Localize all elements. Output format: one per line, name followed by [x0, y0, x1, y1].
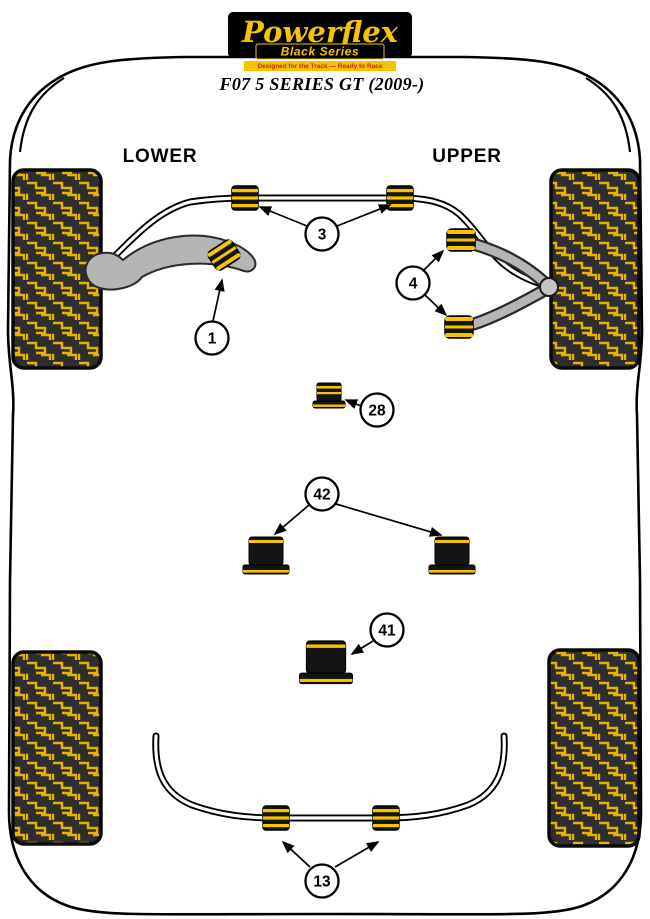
callout-28-number: 28	[368, 403, 386, 420]
callout-41-circle	[369, 612, 405, 648]
callout-28-circle	[359, 392, 395, 428]
brand-series-badge: Black Series	[281, 45, 360, 59]
callout-13-circle	[304, 863, 340, 899]
callout-41: 41	[369, 612, 405, 648]
rear-mount-bushing	[298, 640, 354, 685]
front-arb-bushing-right	[386, 185, 414, 211]
arrow-1	[212, 278, 225, 322]
arrow-41	[350, 640, 374, 655]
series-badge-background	[255, 43, 385, 60]
upper-arm-top	[468, 239, 550, 288]
front-arb-tube-core	[97, 196, 549, 288]
callout-42-circle	[304, 476, 340, 512]
upper-arm-bottom	[469, 285, 550, 329]
arrow-4-top	[423, 249, 445, 271]
label-upper: UPPER	[432, 146, 501, 167]
callout-4-circle	[395, 265, 431, 301]
brand-tagline: Designed for the Track — Ready to Race	[258, 63, 383, 70]
tire-rear-left	[11, 650, 103, 846]
callout-1-circle	[194, 320, 230, 356]
tire-front-right	[549, 168, 641, 370]
arrow-3-left	[258, 206, 308, 227]
upper-arm-bushing-bottom	[444, 315, 474, 339]
callout-1: 1	[194, 320, 230, 356]
callout-42-number: 42	[313, 487, 330, 504]
arrow-13-left	[281, 840, 311, 868]
rear-arb-bushing-right	[372, 805, 400, 831]
arrow-3-right	[336, 204, 392, 227]
callout-13: 13	[304, 863, 340, 899]
tagline-background	[244, 61, 396, 71]
callout-1-number: 1	[208, 331, 217, 348]
arrow-28	[344, 399, 362, 409]
callout-4-number: 4	[409, 276, 418, 293]
front-upper-control-arm	[466, 237, 559, 331]
arrow-13-right	[334, 841, 380, 868]
hood-line-right	[585, 77, 632, 153]
tire-rear-right	[547, 648, 641, 848]
subframe-bushing-right	[428, 536, 476, 575]
subframe-bushing-left	[242, 536, 290, 575]
arrow-42-right	[335, 503, 443, 537]
callout-3: 3	[304, 216, 340, 252]
label-lower: LOWER	[123, 146, 198, 167]
callout-41-number: 41	[378, 623, 396, 640]
arrow-4-bottom	[424, 294, 448, 317]
rear-anti-roll-bar	[152, 732, 508, 822]
callout-13-number: 13	[313, 874, 331, 891]
brand-logo: Powerflex Black Series Designed for the …	[228, 12, 412, 71]
hood-line-left	[18, 77, 65, 153]
page-title: F07 5 SERIES GT (2009-)	[219, 74, 425, 95]
tires	[11, 168, 641, 848]
rear-arb-tube-core	[154, 734, 506, 820]
upper-arm-bushing-top	[446, 228, 476, 252]
rear-arb-bushing-left	[262, 805, 290, 831]
callout-28: 28	[359, 392, 395, 428]
callout-42: 42	[304, 476, 340, 512]
callout-3-number: 3	[318, 227, 327, 244]
callout-arrows	[212, 204, 448, 868]
callout-3-circle	[304, 216, 340, 252]
brand-name: Powerflex	[241, 15, 399, 49]
front-arb-bushing-left	[231, 185, 259, 211]
arrow-42-left	[273, 504, 310, 536]
callout-4: 4	[395, 265, 431, 301]
center-mount-bushing	[312, 382, 346, 409]
upper-arm-ball-joint	[539, 277, 559, 297]
